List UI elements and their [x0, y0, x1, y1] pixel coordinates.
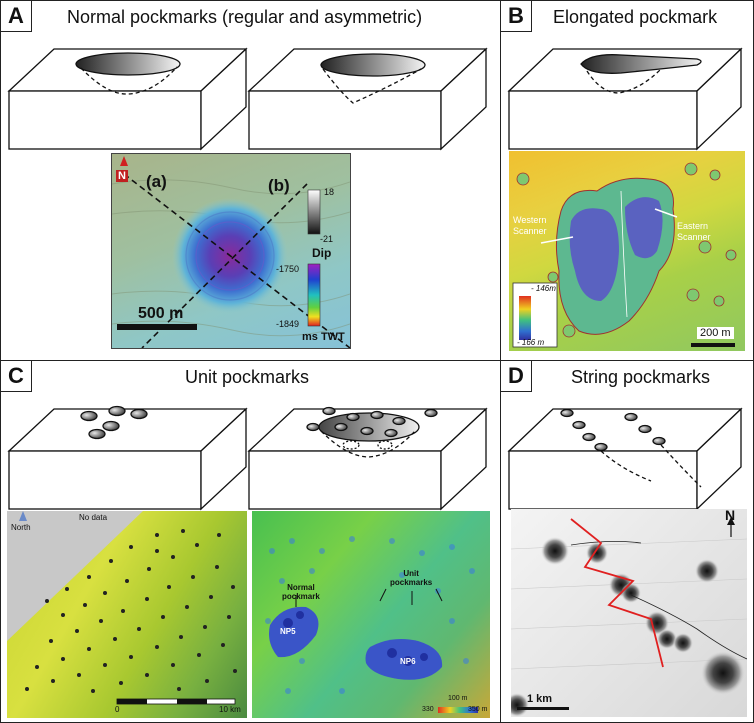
panel-c-title: Unit pockmarks	[185, 367, 310, 387]
eastern-label-line2: Scanner	[677, 232, 711, 242]
panel-b-letter: B	[501, 1, 532, 32]
legend-bottom-label: - 166 m	[517, 338, 545, 347]
panel-c-block-diagrams	[7, 405, 488, 511]
scale-start-label: 0	[115, 705, 120, 714]
dip-max-label: 18	[324, 187, 335, 197]
panel-b: B Elongated pockmark	[500, 0, 754, 361]
scale-end-label: 10 km	[219, 705, 241, 714]
scale-bar-label: 500 m	[138, 305, 184, 322]
block-unit-pockmarks	[7, 405, 248, 511]
panel-d-title: String pockmarks	[571, 367, 711, 387]
twt-label: ms TWT	[302, 331, 345, 343]
legend-max-label: 350 m	[468, 706, 488, 713]
string-pockmark-sonar-map: N 1 km	[511, 509, 747, 717]
panel-a: A Normal pockmarks (regular and asymmetr…	[0, 0, 501, 361]
no-data-label: No data	[79, 513, 108, 522]
western-label-line1: Western	[513, 215, 547, 225]
panel-a-title: Normal pockmarks (regular and asymmetric…	[67, 7, 423, 27]
unit-pockmark-bathymetry-map: Normal pockmark Unit pockmarks NP5 NP6 1…	[252, 511, 490, 718]
unit-pockmark-relief-map: North No data 0 10 km	[7, 511, 247, 718]
twt-top-label: -1750	[276, 264, 300, 274]
panel-a-letter: A	[1, 1, 32, 32]
block-string-pockmarks	[507, 407, 743, 511]
panel-c: C Unit pockmarks	[0, 360, 501, 723]
seismic-dip-map: N (a) (b) 18 -21 Dip -1750 -1849 ms TWT …	[111, 153, 351, 349]
seismic-dip-map-graphic	[112, 156, 350, 348]
block-asymmetric-pockmark	[247, 47, 488, 151]
eastern-scanner-label: Eastern Scanner	[677, 221, 711, 243]
north-label: North	[11, 523, 31, 532]
panel-c-letter: C	[1, 361, 32, 392]
normal-label-line1: Normal	[287, 583, 315, 592]
unit-label-line1: Unit	[403, 569, 419, 578]
dip-label: Dip	[312, 246, 332, 260]
unit-label-line2: pockmarks	[390, 578, 433, 587]
normal-label-line2: pockmark	[282, 592, 320, 601]
dip-min-label: -21	[320, 234, 334, 244]
legend-top-label: - 146m	[531, 284, 556, 293]
block-regular-pockmark	[7, 47, 248, 151]
block-elongated-pockmark	[507, 47, 743, 151]
elongated-bathymetry-map: Western Scanner Eastern Scanner - 146m -…	[509, 151, 745, 351]
bathymetry-graphic	[265, 536, 478, 713]
north-label: N	[725, 509, 736, 523]
panel-a-block-diagrams	[7, 47, 488, 151]
western-scanner-label: Western Scanner	[513, 215, 547, 237]
western-label-line2: Scanner	[513, 226, 547, 236]
panel-d: D String pockmarks	[500, 360, 754, 723]
panel-b-title: Elongated pockmark	[553, 7, 718, 27]
block-unit-pockmarks-in-normal	[247, 406, 488, 511]
unit-pockmarks-label: Unit pockmarks	[390, 569, 432, 587]
profile-b-label: (b)	[268, 176, 290, 195]
twt-bottom-label: -1849	[276, 319, 300, 329]
normal-pockmark-label: Normal pockmark	[282, 583, 320, 601]
scale-bar-label: 200 m	[697, 327, 734, 339]
profile-a-label: (a)	[146, 172, 167, 191]
eastern-label-line1: Eastern	[677, 221, 709, 231]
scale-bar-label: 1 km	[527, 693, 553, 705]
relief-map-graphic	[7, 511, 237, 705]
north-arrow-label: N	[116, 170, 128, 182]
np6-label: NP6	[400, 657, 416, 666]
legend-min-label: 330	[422, 706, 434, 713]
elongated-bathymetry-graphic	[512, 162, 737, 348]
legend-top-label: 100 m	[448, 695, 468, 702]
panel-d-letter: D	[501, 361, 532, 392]
np5-label: NP5	[280, 627, 296, 636]
sonar-map-graphic	[511, 517, 747, 717]
